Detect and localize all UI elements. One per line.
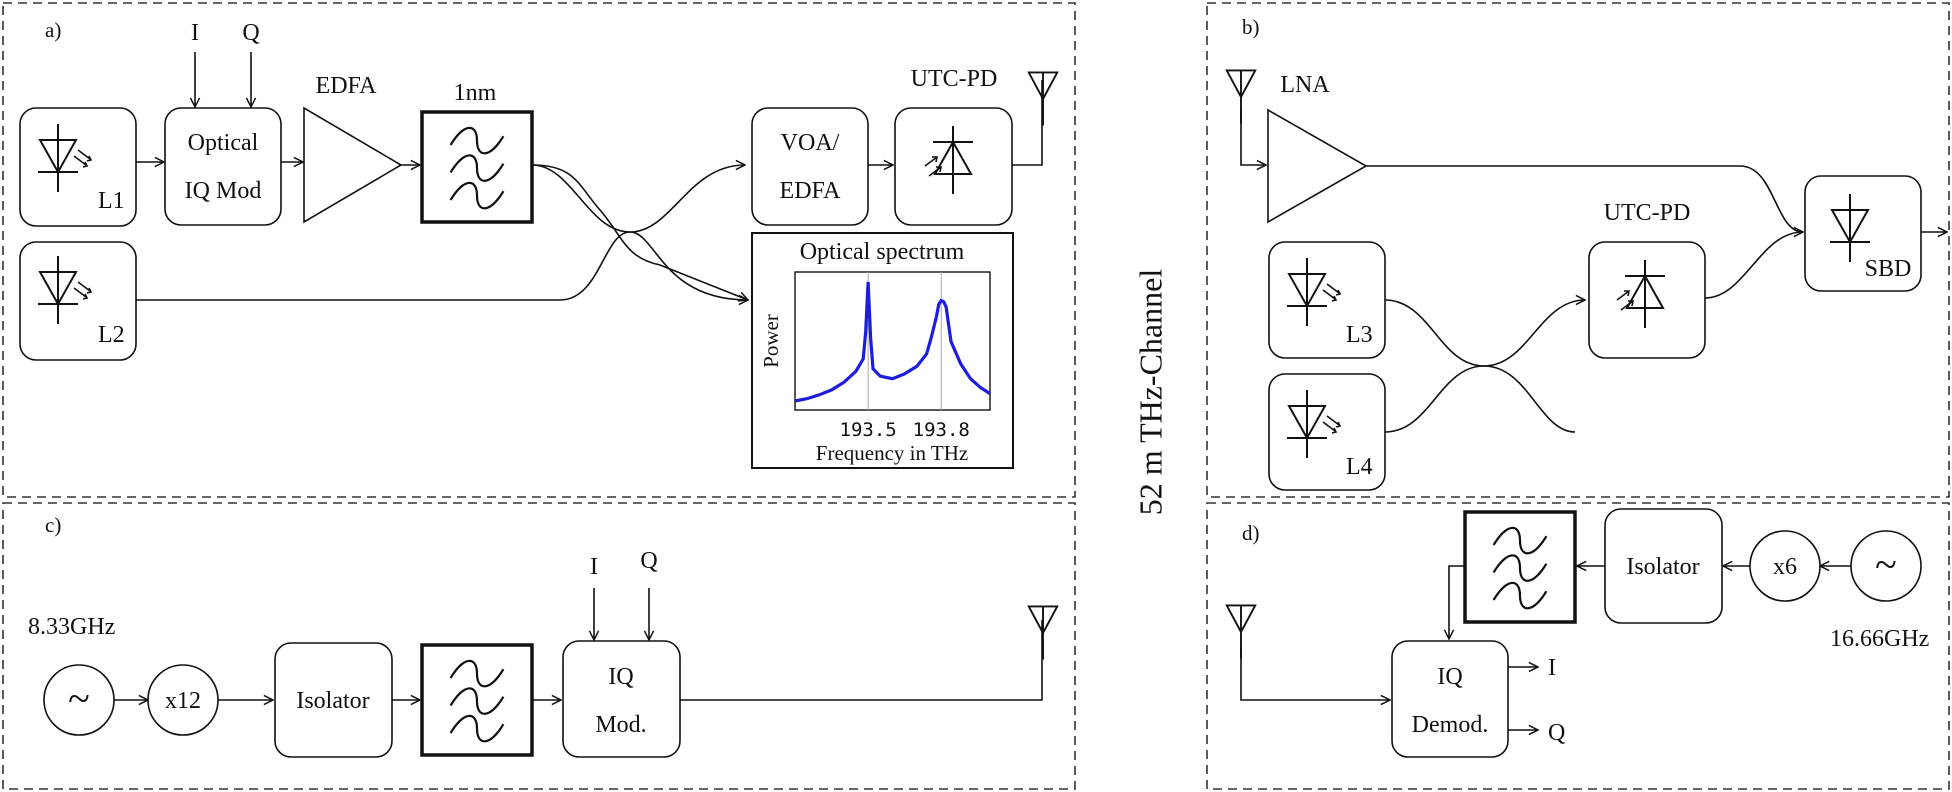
edfa-amplifier [303,106,403,224]
multiplier-x6-label: x6 [1773,554,1797,580]
panel-a-tag: a) [45,18,61,42]
utc-pd-b [1588,241,1706,359]
laser-l4: L4 [1268,373,1386,491]
sbd-label: SBD [1865,256,1912,282]
edfa-label: EDFA [316,73,378,99]
optical-iq-mod-line2: IQ Mod [185,178,262,204]
coupler-b-l4 [1384,365,1576,433]
iq-mod-c-input-i: I [590,554,598,580]
voa-edfa: VOA/ EDFA [751,107,869,226]
optical-iq-mod-line1: Optical [188,130,259,156]
panel-c-tag: c) [45,513,61,537]
lna-to-sbd-path [1366,165,1803,232]
laser-l1: L1 [19,107,137,227]
iq-input-q-label: Q [242,20,259,46]
spectrum-trace [794,281,991,403]
lna-amplifier [1267,108,1368,224]
multiplier-x12-label: x12 [165,688,201,714]
spectrum-ticks: 193.5 193.8 [840,419,970,441]
panel-c-frequency: 8.33GHz [28,614,115,640]
iq-demod-line2: Demod. [1412,712,1489,738]
oscillator-d-symbol: ~ [1875,542,1897,587]
lna-label: LNA [1280,72,1330,98]
panel-b-frame [1206,2,1950,498]
tx-antenna-a [1027,71,1059,127]
iq-mod-c-line2: Mod. [595,712,646,738]
isolator-c: Isolator [274,642,393,758]
voa-line1: VOA/ [781,130,840,156]
utc-pd-a [894,107,1013,226]
spectrum-tick-label: 193.5 [840,419,897,441]
oscillator-d: ~ [1850,530,1922,602]
iq-modulator-c: IQ Mod. [562,640,681,758]
utc-pd-a-label: UTC-PD [911,66,998,92]
demod-output-q: Q [1548,720,1565,746]
oscillator-c: ~ [43,664,115,736]
iq-mod-c-line1: IQ [608,664,633,690]
oscillator-c-symbol: ~ [68,676,90,721]
multiplier-x6: x6 [1749,530,1821,602]
multiplier-x12: x12 [147,664,219,736]
sbd-detector: SBD [1804,175,1922,292]
optical-iq-modulator: Optical IQ Mod [164,107,282,226]
panel-d-frame [1206,502,1950,790]
panel-b-tag: b) [1242,15,1260,39]
spectrum-xlabel: Frequency in THz [816,441,968,465]
spectrum-title: Optical spectrum [800,239,965,265]
panel-d-frequency: 16.66GHz [1830,626,1929,652]
spectrum-tick-label: 193.8 [913,419,970,441]
laser-l1-label: L1 [98,188,125,214]
voa-line2: EDFA [780,178,842,204]
spectrum-plot-area [794,271,991,411]
laser-l2-label: L2 [98,322,125,348]
optical-spectrum-inset: Optical spectrum 193.5 193.8 Power Freque… [751,232,1014,469]
utc-pd-b-label: UTC-PD [1604,200,1691,226]
spectrum-ylabel: Power [759,314,783,368]
laser-l3: L3 [1268,241,1386,359]
demod-output-i: I [1548,655,1556,681]
iq-demodulator-d: IQ Demod. [1391,640,1509,758]
panel-c-frame [2,502,1076,790]
laser-l4-label: L4 [1346,454,1373,480]
isolator-d-label: Isolator [1626,554,1699,580]
panel-a-frame [2,2,1076,498]
iq-demod-line1: IQ [1437,664,1462,690]
laser-l2: L2 [19,241,137,361]
isolator-d: Isolator [1604,508,1723,624]
coupler-upper-out [531,165,745,233]
filter-1nm-label: 1nm [454,80,497,106]
iq-mod-c-input-q: Q [640,548,657,574]
isolator-c-label: Isolator [296,688,369,714]
channel-label: 52 m THz-Channel [1132,269,1168,516]
panel-d-tag: d) [1242,521,1260,545]
coupler-lower-out [136,231,748,300]
tx-antenna-c [1027,605,1059,661]
iq-input-i-label: I [191,20,199,46]
coupler-b-l3 [1384,300,1585,367]
laser-l3-label: L3 [1346,322,1373,348]
